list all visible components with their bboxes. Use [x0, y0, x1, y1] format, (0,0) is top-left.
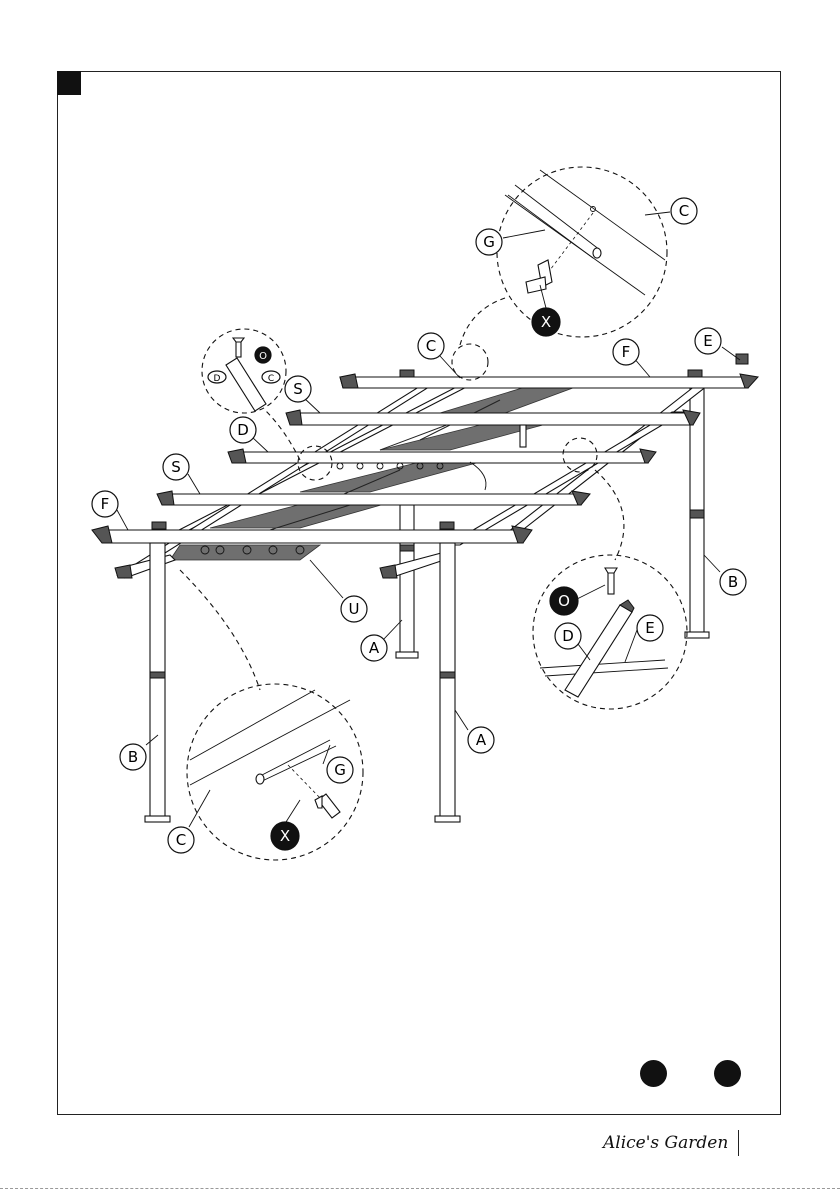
label-o-small: O: [255, 347, 271, 363]
svg-text:C: C: [268, 374, 274, 384]
brand-logo: Alice's Garden: [603, 1130, 743, 1160]
label-s-front: S: [163, 454, 189, 480]
post-front-right: [435, 543, 460, 822]
beam-s-front: [157, 491, 590, 505]
detail-top: [497, 167, 667, 337]
label-c-small: C: [262, 371, 280, 384]
page-dot-right: [714, 1060, 741, 1087]
label-c-top-text: C: [679, 202, 689, 220]
svg-text:A: A: [369, 639, 380, 657]
svg-text:X: X: [541, 313, 551, 331]
svg-text:B: B: [128, 748, 138, 766]
svg-text:A: A: [476, 731, 487, 749]
label-d-right: D: [555, 623, 581, 649]
page-dot-left: [640, 1060, 667, 1087]
beam-f-back: [340, 354, 758, 388]
brand-text: Alice's Garden: [603, 1133, 728, 1153]
label-o-right: O: [550, 587, 578, 615]
label-g-bottom: G: [327, 757, 353, 783]
svg-text:S: S: [171, 458, 181, 476]
svg-text:E: E: [703, 332, 712, 350]
connector-right: [595, 470, 624, 560]
connector-top: [460, 298, 505, 345]
svg-text:F: F: [101, 495, 110, 513]
label-c-top: C: [671, 198, 697, 224]
svg-text:O: O: [558, 592, 570, 610]
page-bottom-edge: [0, 1188, 840, 1189]
label-f-back: F: [613, 339, 639, 365]
svg-text:E: E: [645, 619, 654, 637]
label-u: U: [341, 596, 367, 622]
label-b-back: B: [720, 569, 746, 595]
svg-text:S: S: [293, 380, 303, 398]
label-x-top: X: [532, 308, 560, 336]
label-s-back: S: [285, 376, 311, 402]
label-a-front: A: [468, 727, 494, 753]
label-d-mid: D: [230, 417, 256, 443]
svg-text:O: O: [259, 351, 267, 362]
label-g-top: G: [476, 229, 502, 255]
label-x-bottom: X: [271, 822, 299, 850]
svg-text:X: X: [280, 827, 290, 845]
label-f-front: F: [92, 491, 118, 517]
svg-text:D: D: [214, 374, 221, 384]
brand-divider: [738, 1130, 739, 1156]
label-e-back: E: [695, 328, 721, 354]
connector-bottom: [180, 570, 260, 690]
svg-text:C: C: [176, 831, 186, 849]
svg-text:B: B: [728, 573, 738, 591]
label-c-mid: C: [418, 333, 444, 359]
beam-f-front: [92, 522, 532, 543]
label-d-small: D: [208, 371, 226, 384]
label-c-bottom: C: [168, 827, 194, 853]
svg-text:F: F: [622, 343, 631, 361]
svg-text:G: G: [334, 761, 346, 779]
post-back-left: [396, 505, 418, 658]
svg-text:D: D: [562, 627, 574, 645]
svg-text:C: C: [426, 337, 436, 355]
label-b-front: B: [120, 744, 146, 770]
label-a-back: A: [361, 635, 387, 661]
svg-text:U: U: [349, 600, 360, 618]
post-front-left: [145, 543, 170, 822]
label-e-right: E: [637, 615, 663, 641]
svg-text:G: G: [483, 233, 495, 251]
svg-text:D: D: [237, 421, 249, 439]
